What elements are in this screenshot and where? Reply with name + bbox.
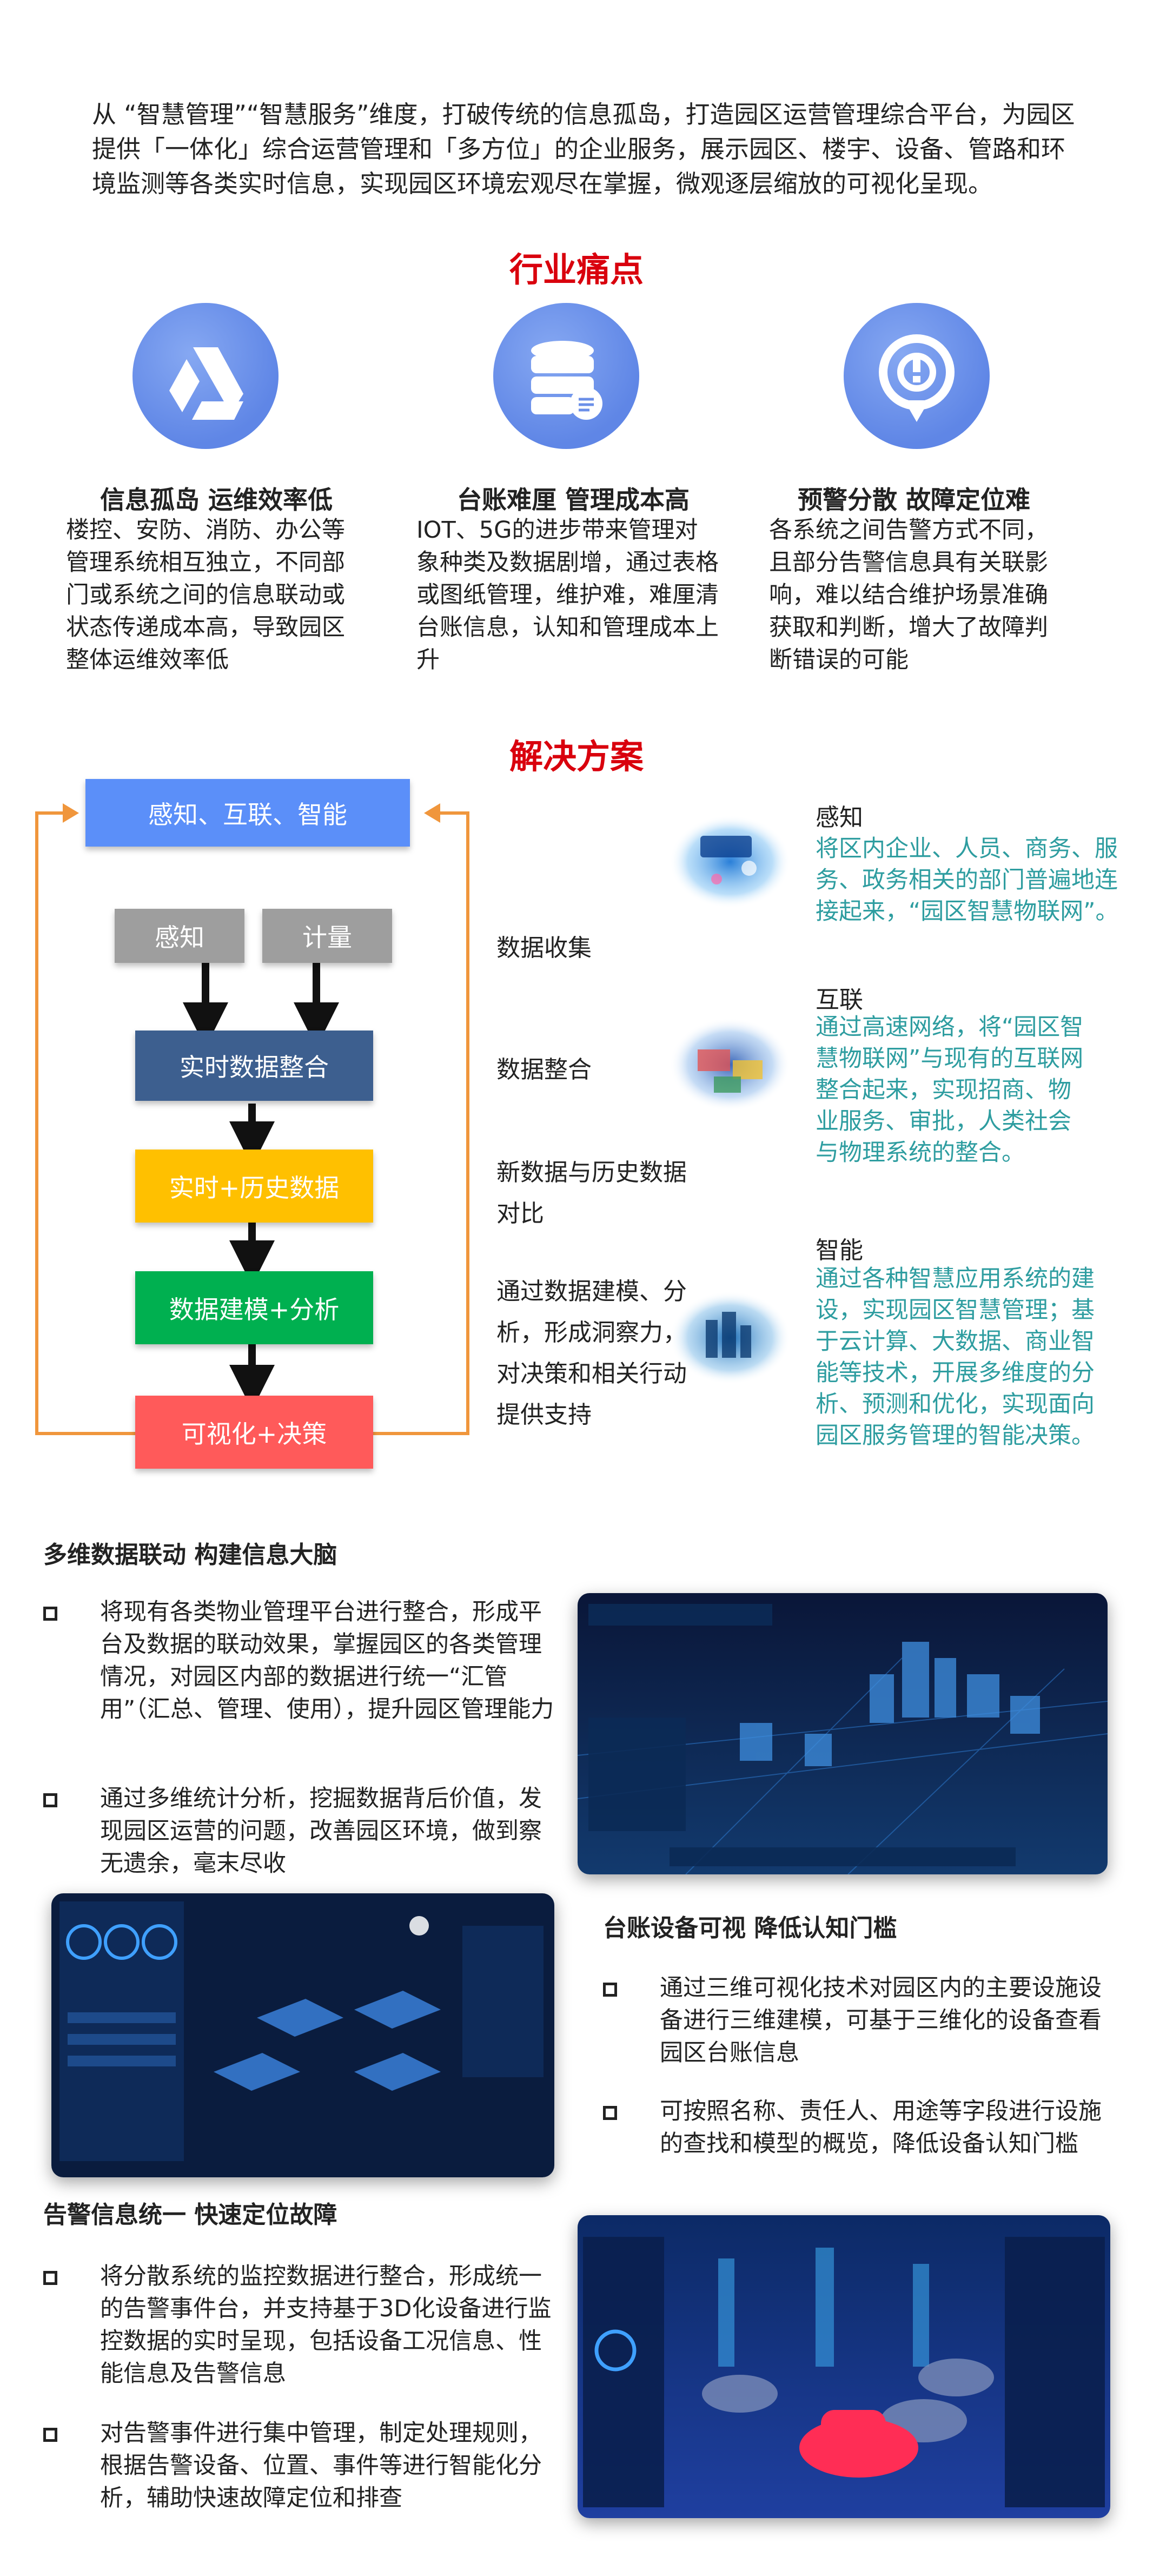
network-image — [670, 1018, 791, 1111]
right-title-sense: 感知 — [816, 804, 863, 831]
feature1-bullet-1: 将现有各类物业管理平台进行整合，形成平台及数据的联动效果，掌握园区的各类管理情况… — [100, 1599, 554, 1723]
device-dashboard-screenshot — [51, 1893, 554, 2177]
right-title-smart: 智能 — [816, 1237, 863, 1264]
feature1-title: 多维数据联动 构建信息大脑 — [43, 1541, 337, 1569]
pain-icon-1 — [132, 303, 279, 449]
feature3-title: 告警信息统一 快速定位故障 — [43, 2201, 337, 2229]
google-drive-triangle-icon — [169, 347, 243, 420]
solution-section-title: 解决方案 — [509, 737, 644, 776]
pain-text-3: 各系统之间告警方式不同，且部分告警信息具有关联影响，难以结合维护场景准确获取和判… — [769, 517, 1048, 673]
city-dashboard-screenshot — [578, 1593, 1108, 1874]
flow-box-top: 感知、互联、智能 — [85, 779, 410, 847]
pain-text-1: 楼控、安防、消防、办公等管理系统相互独立，不同部门或系统之间的信息联动或状态传递… — [66, 517, 345, 673]
flow-label-integrate: 数据整合 — [496, 1056, 592, 1084]
flow-box-sense: 感知 — [115, 909, 244, 963]
right-text-connect: 通过高速网络，将“园区智慧物联网”与现有的互联网整合起来，实现招商、物业服务、审… — [816, 1014, 1084, 1166]
flow-box-history: 实时+历史数据 — [135, 1150, 373, 1223]
pain-section-title: 行业痛点 — [509, 250, 644, 289]
pain-text-2: IOT、5G的进步带来管理对象种类及数据剧增，通过表格或图纸管理，维护难，难厘清… — [416, 517, 719, 673]
feature2-bullet-2: 可按照名称、责任人、用途等字段进行设施的查找和模型的概览，降低设备认知门槛 — [660, 2098, 1102, 2157]
flow-connectors — [35, 803, 469, 1435]
flow-box-visual: 可视化+决策 — [135, 1396, 373, 1469]
feature3-bullet-1: 将分散系统的监控数据进行整合，形成统一的告警事件台，并支持基于3D化设备进行监控… — [100, 2263, 552, 2387]
right-text-sense: 将区内企业、人员、商务、服务、政务相关的部门普遍地连接起来，“园区智慧物联网”。 — [816, 835, 1119, 925]
device-3d-scene — [51, 1893, 554, 2177]
checkbox-icon — [603, 2106, 617, 2120]
flow-box-model: 数据建模+分析 — [135, 1271, 373, 1344]
right-title-connect: 互联 — [816, 986, 863, 1014]
intro-paragraph: 从 “智慧管理”“智慧服务”维度，打破传统的信息孤岛，打造园区运营管理综合平台，… — [92, 100, 1075, 198]
sense-data-image — [670, 815, 791, 908]
flow-label-compare: 新数据与历史数据对比 — [496, 1159, 687, 1227]
database-icon — [531, 341, 602, 420]
flow-label-collect: 数据收集 — [496, 934, 592, 962]
right-text-smart: 通过各种智慧应用系统的建设，实现园区智慧管理；基于云计算、大数据、商业智能等技术… — [816, 1265, 1095, 1449]
checkbox-icon — [43, 2271, 57, 2285]
city-3d-scene — [578, 1593, 1108, 1874]
parking-3d-scene — [578, 2215, 1110, 2518]
checkbox-icon — [43, 1793, 57, 1807]
pain-title-3: 预警分散 故障定位难 — [797, 485, 1030, 514]
pain-icon-2 — [493, 303, 639, 449]
smart-city-image — [670, 1291, 791, 1384]
pain-title-2: 台账难厘 管理成本高 — [456, 485, 690, 514]
feature1-bullet-2: 通过多维统计分析，挖掘数据背后价值，发现园区运营的问题，改善园区环境，做到察无遗… — [100, 1785, 542, 1877]
checkbox-icon — [603, 1983, 617, 1997]
location-alert-icon — [879, 334, 955, 422]
alarm-parking-screenshot — [578, 2215, 1110, 2518]
feature2-bullet-1: 通过三维可视化技术对园区内的主要设施设备进行三维建模，可基于三维化的设备查看园区… — [660, 1974, 1102, 2066]
checkbox-icon — [43, 1607, 57, 1621]
pain-title-1: 信息孤岛 运维效率低 — [100, 485, 333, 514]
flow-label-support: 通过数据建模、分析，形成洞察力，对决策和相关行动提供支持 — [496, 1278, 687, 1429]
checkbox-icon — [43, 2428, 57, 2442]
pain-icon-3 — [844, 303, 990, 449]
flow-box-measure: 计量 — [262, 909, 392, 963]
flow-box-realtime: 实时数据整合 — [135, 1031, 373, 1101]
feature2-title: 台账设备可视 降低认知门槛 — [603, 1914, 897, 1942]
feature3-bullet-2: 对告警事件进行集中管理，制定处理规则，根据告警设备、位置、事件等进行智能化分析，… — [100, 2420, 542, 2512]
